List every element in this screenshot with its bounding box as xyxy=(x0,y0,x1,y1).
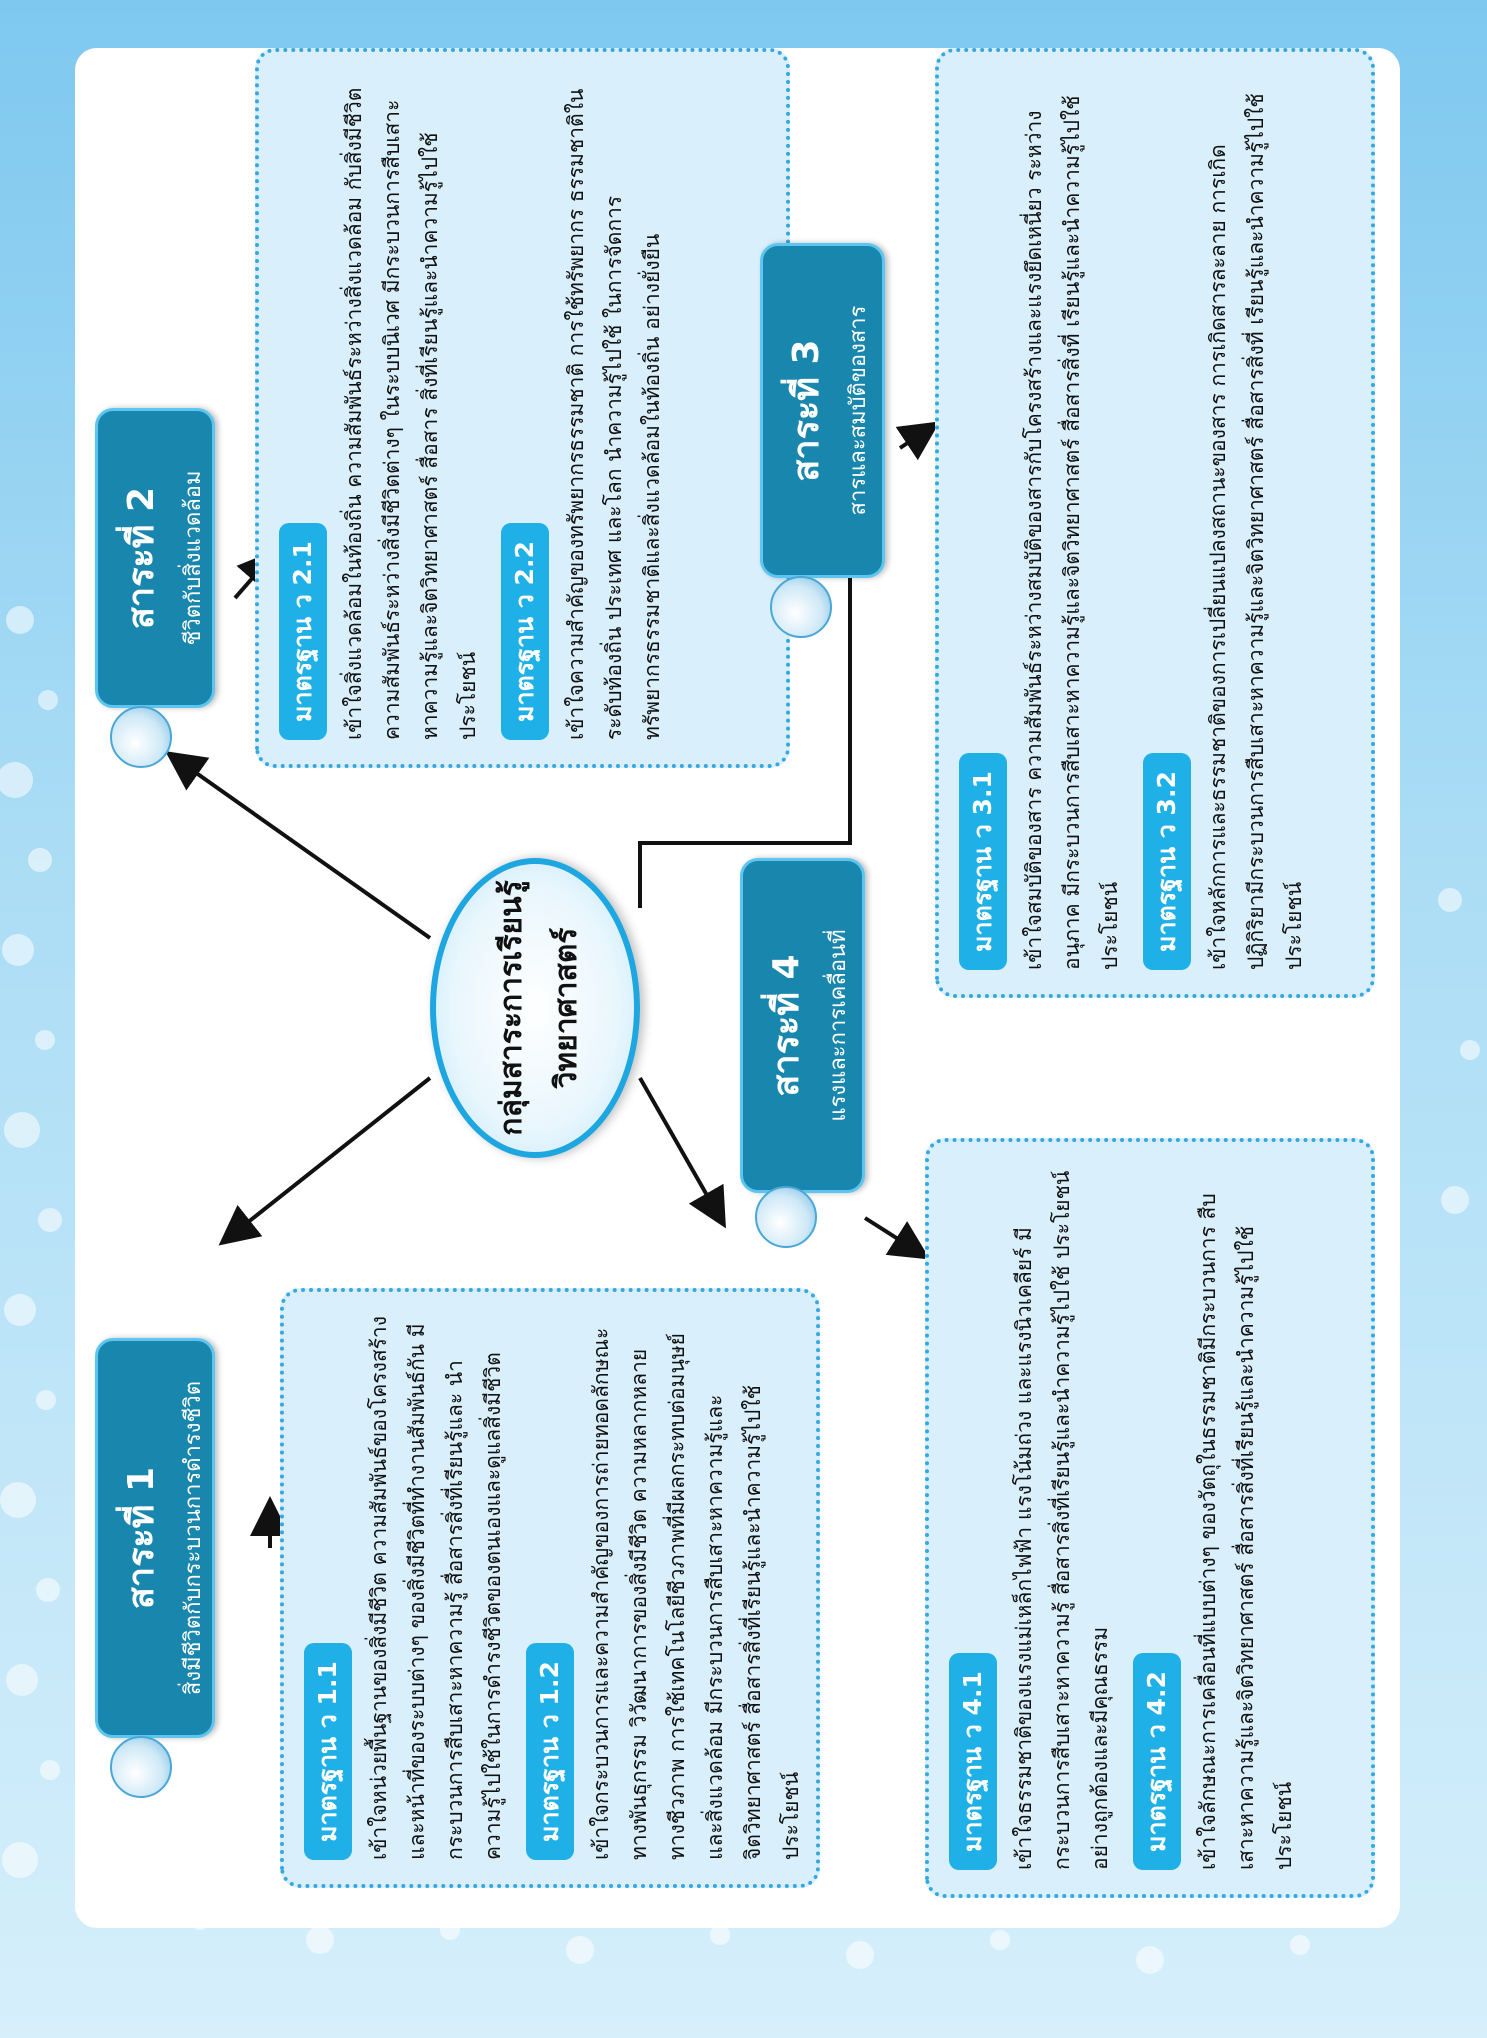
standard-2-2-label: มาตรฐาน ว 2.2 xyxy=(501,523,549,740)
standard-4-2-label: มาตรฐาน ว 4.2 xyxy=(1133,1653,1181,1870)
strand-1-standards: มาตรฐาน ว 1.1 เข้าใจหน่วยพื้นฐานของสิ่งม… xyxy=(280,1288,820,1888)
standard-3-1-label: มาตรฐาน ว 3.1 xyxy=(959,753,1007,970)
strand-1-title: สาระที่ 1 xyxy=(121,1466,162,1610)
standard-4-1-text: เข้าใจธรรมชาติของแรงแม่เหล็กไฟฟ้า แรงโน้… xyxy=(1012,1170,1112,1870)
standard-1-2-label: มาตรฐาน ว 1.2 xyxy=(526,1643,574,1860)
strand-3-title: สาระที่ 3 xyxy=(786,339,827,482)
strand-3-standards: มาตรฐาน ว 3.1 เข้าใจสมบัติของสาร ความสัม… xyxy=(935,48,1375,998)
standard-1-2-text: เข้าใจกระบวนการและความสำคัญของการถ่ายทอด… xyxy=(589,1327,803,1860)
standard-1-1-label: มาตรฐาน ว 1.1 xyxy=(304,1643,352,1860)
standard-2-1-label: มาตรฐาน ว 2.1 xyxy=(279,523,327,740)
strand-4-subtitle: แรงและการเคลื่อนที่ xyxy=(826,929,851,1122)
standard-4-2-text: เข้าใจลักษณะการเคลื่อนที่แบบต่างๆ ของวัต… xyxy=(1196,1193,1296,1870)
standard-2-1-text: เข้าใจสิ่งแวดล้อมในท้องถิ่น ความสัมพันธ์… xyxy=(342,87,480,740)
strand-3-header: สาระที่ 3 สารและสมบัติของสาร xyxy=(760,243,885,578)
strand-4-header: สาระที่ 4 แรงและการเคลื่อนที่ xyxy=(740,858,865,1193)
standard-3-1-text: เข้าใจสมบัติของสาร ความสัมพันธ์ระหว่างสม… xyxy=(1022,95,1122,970)
standard-3-2-label: มาตรฐาน ว 3.2 xyxy=(1143,753,1191,970)
center-title: กลุ่มสาระการเรียนรู้ xyxy=(494,880,529,1136)
mascot-icon xyxy=(755,1186,817,1248)
center-subtitle: วิทยาศาสตร์ xyxy=(549,927,584,1089)
mascot-icon xyxy=(110,706,172,768)
strand-1-header: สาระที่ 1 สิ่งมีชีวิตกับกระบวนการดำรงชีว… xyxy=(95,1338,215,1738)
strand-2-standards: มาตรฐาน ว 2.1 เข้าใจสิ่งแวดล้อมในท้องถิ่… xyxy=(255,48,790,768)
standard-2-2-text: เข้าใจความสำคัญของทรัพยากรธรรมชาติ การใช… xyxy=(564,88,664,740)
mascot-icon xyxy=(770,576,832,638)
center-node: กลุ่มสาระการเรียนรู้ วิทยาศาสตร์ xyxy=(430,858,640,1158)
strand-2-subtitle: ชีวิตกับสิ่งแวดล้อม xyxy=(181,470,206,646)
strand-4-title: สาระที่ 4 xyxy=(766,954,807,1097)
strand-4-standards: มาตรฐาน ว 4.1 เข้าใจธรรมชาติของแรงแม่เหล… xyxy=(925,1138,1375,1898)
strand-2-title: สาระที่ 2 xyxy=(121,486,162,630)
strand-3-subtitle: สารและสมบัติของสาร xyxy=(846,305,871,516)
mascot-icon xyxy=(110,1736,172,1798)
strand-2-header: สาระที่ 2 ชีวิตกับสิ่งแวดล้อม xyxy=(95,408,215,708)
strand-1-subtitle: สิ่งมีชีวิตกับกระบวนการดำรงชีวิต xyxy=(181,1380,206,1696)
standard-1-1-text: เข้าใจหน่วยพื้นฐานของสิ่งมีชีวิต ความสัม… xyxy=(367,1316,505,1860)
standard-3-2-text: เข้าใจหลักการและธรรมชาติของการเปลี่ยนแปล… xyxy=(1206,93,1306,970)
standard-4-1-label: มาตรฐาน ว 4.1 xyxy=(949,1653,997,1870)
